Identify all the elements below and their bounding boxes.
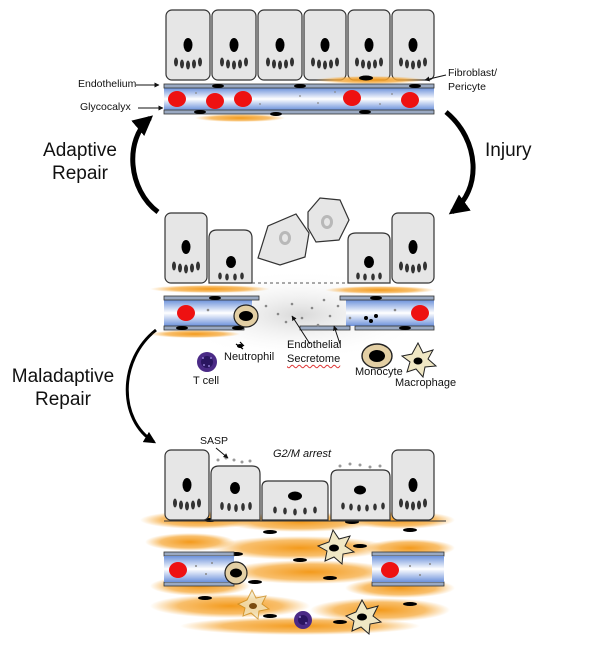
immune-cell-in-vessel <box>224 561 248 585</box>
t-cell <box>294 611 312 629</box>
endothelial-label: Endothelial <box>287 339 342 351</box>
fibroblast-label: Fibroblast/ <box>448 67 498 79</box>
fibrosis-panel <box>140 447 455 636</box>
macrophage <box>316 528 356 566</box>
arrested-epithelial-cell <box>330 469 391 521</box>
red-blood-cell <box>177 305 429 321</box>
red-blood-cell <box>168 90 419 109</box>
neutrophil-label: Neutrophil <box>224 351 275 363</box>
arrested-epithelial-cell <box>261 480 329 521</box>
secretome-label: Secretome <box>287 353 341 365</box>
macrophage <box>236 588 271 620</box>
activated-pericyte <box>150 285 270 293</box>
endothelium-label: Endothelium <box>78 78 137 90</box>
monocyte <box>361 343 393 369</box>
lobed-nucleus <box>364 314 378 323</box>
g2m-arrest-label: G2/M arrest <box>273 448 332 460</box>
injury-label: Injury <box>485 140 532 161</box>
activated-pericyte <box>325 286 435 294</box>
pericyte-label: Pericyte <box>448 81 486 93</box>
capillary-rarefied <box>163 551 445 587</box>
macrophage-label: Macrophage <box>395 377 457 389</box>
neutrophil-cell <box>235 341 245 350</box>
epithelial-cell <box>391 449 435 521</box>
pericyte-lower <box>195 114 285 122</box>
adaptive-repair-label: Adaptive Repair <box>30 140 130 186</box>
epithelial-cell <box>303 9 347 81</box>
flattened-epithelial-cell <box>208 229 253 284</box>
epithelial-cell <box>257 9 303 81</box>
arrested-epithelial-cell <box>210 465 261 521</box>
sasp-label: SASP <box>200 435 229 447</box>
epithelial-cell <box>165 9 211 81</box>
monocyte-label: Monocyte <box>355 366 403 378</box>
secretome-particles <box>206 298 397 327</box>
adaptive-repair-line2: Repair <box>52 162 108 184</box>
capillary-healthy <box>163 75 435 122</box>
maladaptive-repair-arrow <box>125 328 157 444</box>
red-blood-cell <box>169 562 399 578</box>
sasp-particles <box>216 456 382 469</box>
tubular-epithelium-arrested <box>164 449 446 522</box>
endothelium-bottom <box>163 109 435 115</box>
tubular-epithelium-healthy <box>165 9 435 81</box>
flattened-epithelial-cell <box>347 232 391 284</box>
glycocalyx-label: Glycocalyx <box>80 101 131 113</box>
neutrophil-in-vessel <box>233 304 259 328</box>
macrophage <box>344 598 383 636</box>
epithelial-cell <box>164 212 208 284</box>
maladaptive-repair-line1: Maladaptive <box>11 366 115 387</box>
activated-pericyte <box>150 330 240 338</box>
tubular-epithelium-injured <box>164 197 435 284</box>
epithelial-cell <box>391 212 435 284</box>
glycocalyx-lumen <box>164 88 434 110</box>
epithelial-cell <box>164 449 210 521</box>
adaptive-repair-arrow <box>130 115 160 215</box>
maladaptive-repair-label: Maladaptive Repair <box>4 366 122 412</box>
epithelial-cell <box>347 9 391 81</box>
capillary-injured <box>150 285 435 338</box>
t-cell <box>197 352 217 372</box>
maladaptive-repair-line2: Repair <box>35 388 91 410</box>
t-cell-label: T cell <box>193 375 220 387</box>
detached-cell <box>307 197 350 243</box>
epithelial-cell <box>211 9 257 81</box>
injury-panel <box>150 197 438 379</box>
epithelial-cell <box>391 9 435 81</box>
adaptive-repair-line1: Adaptive <box>43 140 117 161</box>
detached-cell <box>257 213 310 266</box>
injury-arrow <box>444 110 476 215</box>
healthy-panel <box>136 9 447 122</box>
macrophage <box>400 341 438 379</box>
